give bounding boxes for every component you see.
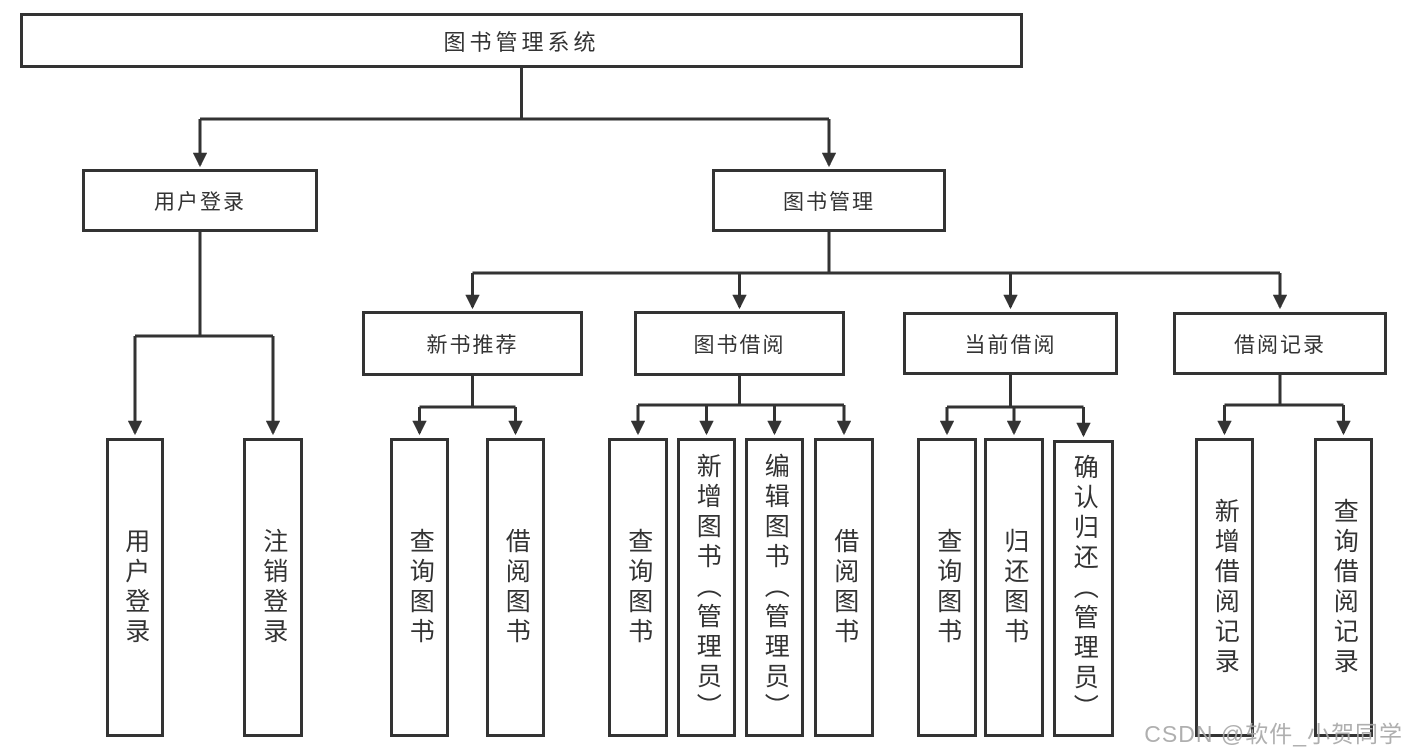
node-return-books: 归还图书 xyxy=(984,438,1044,737)
node-book-management: 图书管理 xyxy=(712,169,946,232)
node-current-borrowing: 当前借阅 xyxy=(903,312,1118,375)
node-book-management-system: 图书管理系统 xyxy=(20,13,1023,68)
node-borrow-books-borrowing: 借阅图书 xyxy=(814,438,874,737)
node-borrow-books-recommend: 借阅图书 xyxy=(486,438,545,737)
arrow-connectors xyxy=(127,119,1351,438)
node-query-books-current: 查询图书 xyxy=(917,438,977,737)
node-edit-books-admin: 编辑图书（管理员） xyxy=(745,438,804,737)
node-logout-action: 注销登录 xyxy=(243,438,303,737)
node-borrowing-records: 借阅记录 xyxy=(1173,312,1387,375)
node-add-borrow-record: 新增借阅记录 xyxy=(1195,438,1254,737)
node-query-books-borrowing: 查询图书 xyxy=(608,438,668,737)
node-add-books-admin: 新增图书（管理员） xyxy=(677,438,736,737)
node-new-book-recommendation: 新书推荐 xyxy=(362,311,583,376)
node-query-borrow-record: 查询借阅记录 xyxy=(1314,438,1373,737)
node-query-books-recommend: 查询图书 xyxy=(390,438,449,737)
node-book-borrowing: 图书借阅 xyxy=(634,311,845,376)
node-confirm-return-admin: 确认归还（管理员） xyxy=(1053,440,1114,737)
watermark-text: CSDN @软件_小贺同学 xyxy=(1144,721,1403,747)
node-user-login-action: 用户登录 xyxy=(106,438,164,737)
node-user-login: 用户登录 xyxy=(82,169,318,232)
